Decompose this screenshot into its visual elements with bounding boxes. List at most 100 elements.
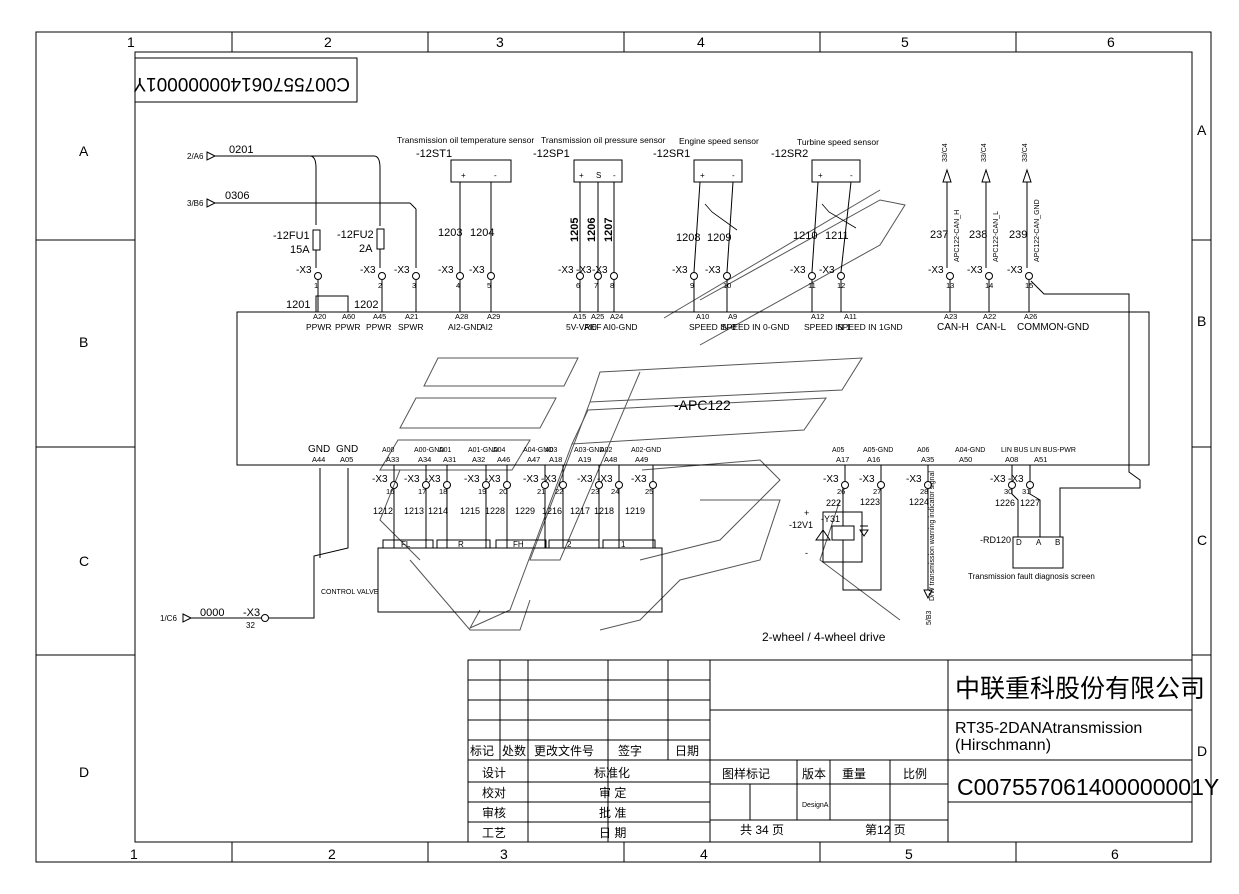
ecu-signal-name: A02 — [600, 447, 613, 454]
connector-label: -X3 — [906, 474, 922, 485]
pin-label: 26 — [837, 487, 845, 496]
pin-label: 3 — [412, 281, 416, 290]
rd-pin: D — [1016, 538, 1022, 547]
connector-label: -X3 — [859, 474, 875, 485]
sensor-term: + — [818, 171, 823, 180]
ecu-pin-code: A49 — [635, 455, 648, 464]
connector-pin — [841, 481, 849, 489]
ecu-pin-code: A11 — [844, 312, 857, 321]
connector-label: -X3 — [597, 474, 613, 485]
col-label-top: 1 — [127, 34, 135, 50]
pin-label: 31 — [1022, 487, 1030, 496]
ecu-pin-code: A60 — [342, 312, 355, 321]
can-signal-label: APC122-CAN_L — [993, 211, 1000, 262]
row-label-right: B — [1197, 313, 1206, 329]
rd-pin: B — [1055, 538, 1060, 547]
mark-header: 比例 — [903, 767, 927, 781]
sensor-tag: -12ST1 — [416, 148, 452, 160]
fuse-tag: -12FU1 — [273, 230, 310, 242]
drawing-number: C007557061400000001Y — [957, 774, 1219, 800]
control-valve — [377, 547, 663, 613]
ecu-pin-code: A32 — [472, 455, 485, 464]
role-label: 设计 — [482, 766, 506, 780]
can-signal-label: APC122-CAN_GND — [1034, 199, 1041, 262]
mirrored-number-box — [134, 57, 358, 103]
col-label-top: 4 — [697, 34, 705, 50]
fuse-rating: 15A — [290, 244, 310, 256]
sensor-boxes — [450, 159, 861, 183]
drawing-title-sub: (Hirschmann) — [955, 737, 1051, 754]
ecu-pin-code: A12 — [811, 312, 824, 321]
pin-label: 23 — [591, 487, 599, 496]
ecu-pin-code: A34 — [418, 455, 431, 464]
wire-label: 1224 — [909, 497, 929, 507]
connector-pin — [412, 272, 420, 280]
connector-label: -X3 — [523, 474, 539, 485]
pin-label: 21 — [537, 487, 545, 496]
connector-pin — [690, 272, 698, 280]
role-label: 标准化 — [594, 766, 630, 780]
ecu-pin-code: A16 — [867, 455, 880, 464]
connector-pin — [649, 481, 657, 489]
pin-label: 25 — [645, 487, 653, 496]
pin-label: 8 — [610, 281, 614, 290]
rd-title: Transmission fault diagnosis screen — [968, 572, 1095, 581]
connector-pin — [808, 272, 816, 280]
input-ref-label: 2/A6 — [187, 152, 204, 161]
valve-cell: FH — [513, 540, 524, 549]
pin-label: 20 — [499, 487, 507, 496]
ecu-signal-name: A00 — [382, 447, 395, 454]
connector-pin — [559, 481, 567, 489]
sensor-term: + — [579, 171, 584, 180]
col-label-bottom: 5 — [905, 846, 913, 862]
solenoid-voltage: -12V1 — [789, 520, 813, 530]
can-signal-label: APC122-CAN_H — [954, 210, 961, 262]
rd-pin: A — [1036, 538, 1042, 547]
connector-pin — [503, 481, 511, 489]
connector-pin — [595, 481, 603, 489]
ecu-pin-code: A20 — [313, 312, 326, 321]
mark-header: 图样标记 — [722, 766, 770, 781]
role-label: 日 期 — [599, 826, 626, 840]
wire-label: 1207 — [603, 218, 615, 242]
fuse-12fu2 — [376, 228, 385, 268]
connector-label: -X3 — [243, 607, 260, 619]
row-label-left: A — [79, 143, 89, 159]
connector-label: -X3 — [404, 474, 420, 485]
connector-label: -X3 — [672, 265, 688, 276]
connector-pin — [443, 481, 451, 489]
diagnosis-screen-rd120 — [1012, 536, 1064, 569]
sensor-term: - — [732, 171, 735, 180]
connector-pin — [615, 481, 623, 489]
wire-label: 0201 — [229, 144, 253, 156]
ecu-signal-name: AI0-GND — [603, 322, 637, 332]
valve-cell: 2 — [567, 540, 572, 549]
connector-pin — [487, 272, 495, 280]
fuse-12fu1 — [312, 229, 321, 268]
ecu-apc122 — [236, 311, 1150, 466]
sensor-term: + — [700, 171, 705, 180]
wire-label: 1228 — [485, 506, 505, 516]
fuse-tag: -12FU2 — [337, 229, 374, 241]
input-ref-label: 3/B6 — [187, 199, 204, 208]
sensor-tag: -12SR2 — [771, 148, 808, 160]
wire-label: 1217 — [570, 506, 590, 516]
wire-label: 1204 — [470, 227, 494, 239]
ecu-signal-name: PPWR — [366, 322, 392, 332]
ecu-pin-code: A29 — [487, 312, 500, 321]
ecu-pin-code: A35 — [921, 455, 934, 464]
connector-pin — [541, 481, 549, 489]
col-label-top: 5 — [901, 34, 909, 50]
sensor-title: Engine speed sensor — [679, 136, 759, 146]
drive-caption: 2-wheel / 4-wheel drive — [762, 630, 886, 644]
wire-label: 239 — [1009, 229, 1027, 241]
row-label-right: C — [1197, 532, 1207, 548]
page-number: 第12 页 — [865, 823, 906, 837]
sensor-term: - — [613, 171, 616, 180]
wire-label: 1229 — [515, 506, 535, 516]
wire-label: 1202 — [354, 299, 378, 311]
ecu-pin-code: A45 — [373, 312, 386, 321]
ecu-signal-name: GND — [336, 444, 358, 455]
connector-label: -X3 — [819, 265, 835, 276]
ecu-signal-name: A04-GND — [523, 447, 553, 454]
